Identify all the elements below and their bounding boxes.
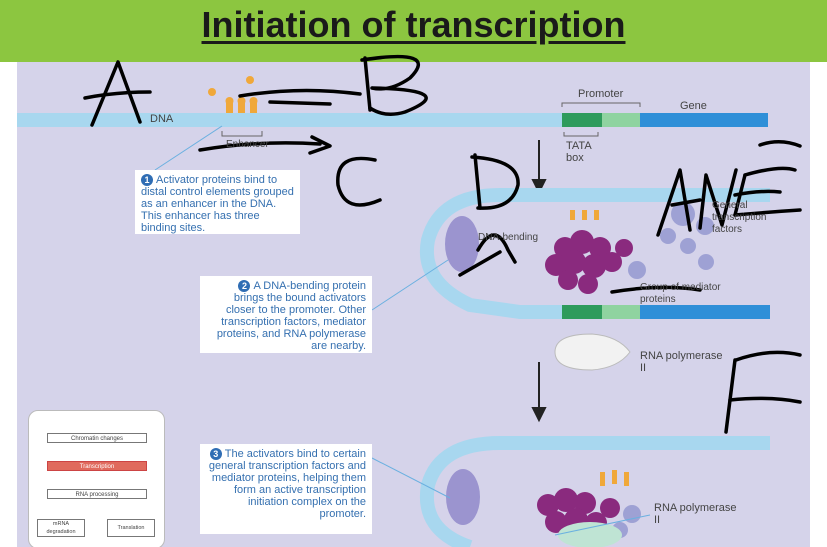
gene-label: Gene [680,100,707,112]
handwritten-letter-f: F [740,434,741,446]
loop1-gene [640,305,770,319]
rna-polymerase-label: RNA polymerase II [640,350,723,374]
tata-box-segment [562,113,602,127]
loop1-promoter [602,305,640,319]
tata-bracket [563,132,599,137]
rna-polymerase-shape [554,333,631,371]
gene-segment [640,113,768,127]
promoter-label: Promoter [578,88,624,100]
dna-strand [17,113,562,127]
callout-leader [154,125,651,536]
loop1-tata [562,305,602,319]
loop2-activators [600,470,629,486]
enhancer-label: Enhancer [226,139,269,150]
rna-polymerase-bound [558,522,622,547]
general-tf-label: General transcription factors [712,200,767,235]
step-number: 2 [238,280,251,292]
dna-loop-1 [419,188,770,319]
gene-expression-flowchart: Chromatin changes Transcription RNA proc… [28,410,165,547]
handwritten-letter-d: D [485,210,486,222]
dna-label: DNA [150,113,174,125]
promoter-segment [602,113,640,127]
dna-bending-protein-2 [446,469,480,525]
promoter-bracket [561,102,641,107]
mediator-label: Group of mediator proteins [640,282,721,305]
dna-bending-protein [445,216,479,272]
flow-chromatin: Chromatin changes [47,433,147,443]
step-text: The activators bind to certain general t… [208,448,366,520]
title-bar [0,0,827,62]
handwritten-letter-a: A [96,130,97,142]
page-title: Initiation of transcription [201,4,626,45]
step-number: 1 [141,174,153,186]
flow-mrna-degradation: mRNA degradation [37,519,85,537]
handwritten-letter-e: E [740,218,741,230]
flow-rna-processing: RNA processing [47,489,147,499]
mediator-proteins [545,230,633,294]
loop1-activators [570,210,599,220]
rna-polymerase-label-2: RNA polymerase II [654,502,737,526]
step-text: A DNA-bending protein brings the bound a… [216,280,366,352]
flow-translation: Translation [107,519,155,537]
handwritten-marks [83,54,802,434]
step-text: Activator proteins bind to distal contro… [141,174,294,234]
handwritten-letter-b: B [372,112,373,124]
dna-bending-label: DNA-bending [478,232,539,243]
dna-loop-2 [419,436,770,547]
enhancer-bracket [221,131,263,137]
handwritten-letter-c: C [340,205,341,217]
step-arrow [531,140,547,423]
step-number: 3 [209,448,222,460]
tata-box-label: TATA box [566,140,592,164]
flow-transcription: Transcription [47,461,147,471]
activator-proteins [208,76,258,113]
